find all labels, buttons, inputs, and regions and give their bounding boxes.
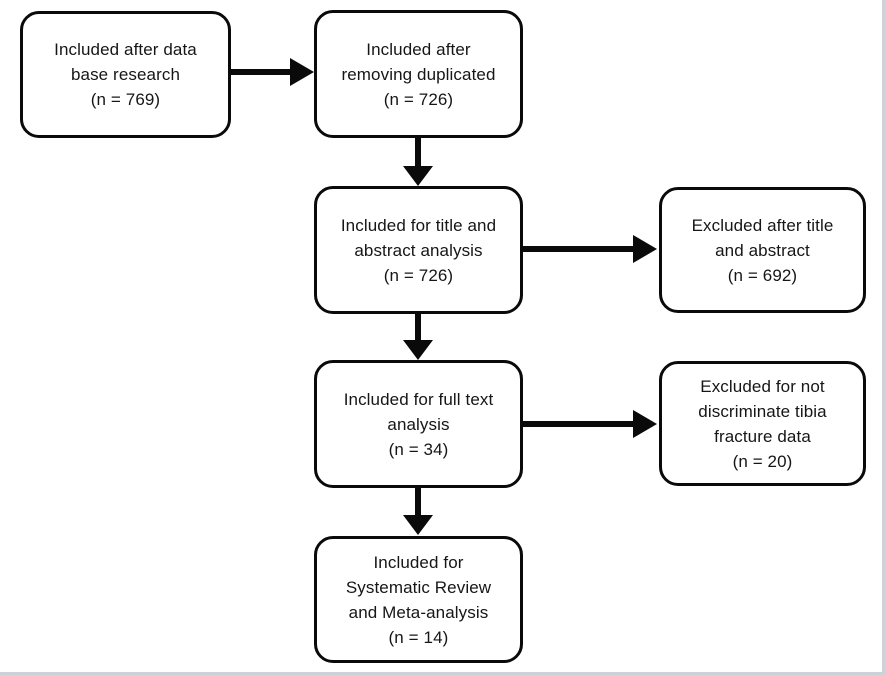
- arrowhead-down-icon: [403, 515, 433, 535]
- node-full-text-analysis-label: Included for full text analysis (n = 34): [343, 389, 494, 459]
- arrow-db-to-dedup: [230, 69, 292, 75]
- node-systematic-review: Included for Systematic Review and Meta-…: [314, 536, 523, 663]
- arrow-dedup-to-title: [415, 137, 421, 168]
- node-database-research-label: Included after data base research (n = 7…: [54, 40, 197, 109]
- node-excluded-title-abstract-label: Excluded after title and abstract (n = 6…: [691, 215, 834, 285]
- arrow-fulltext-to-review: [415, 488, 421, 517]
- page-edge-shade-bottom: [0, 672, 885, 675]
- arrowhead-right-icon: [633, 235, 657, 263]
- node-excluded-no-tibia-data: Excluded for not discriminate tibia frac…: [659, 361, 866, 486]
- node-title-abstract-analysis-label: Included for title and abstract analysis…: [340, 215, 497, 285]
- arrowhead-down-icon: [403, 166, 433, 186]
- node-after-deduplication: Included after removing duplicated (n = …: [314, 10, 523, 138]
- node-full-text-analysis: Included for full text analysis (n = 34): [314, 360, 523, 488]
- page-edge-shade-right: [882, 0, 885, 675]
- node-database-research: Included after data base research (n = 7…: [20, 11, 231, 138]
- node-systematic-review-label: Included for Systematic Review and Meta-…: [345, 552, 492, 647]
- arrow-title-to-excluded: [522, 246, 635, 252]
- arrow-fulltext-to-excluded: [522, 421, 635, 427]
- node-excluded-title-abstract: Excluded after title and abstract (n = 6…: [659, 187, 866, 313]
- arrowhead-down-icon: [403, 340, 433, 360]
- node-after-deduplication-label: Included after removing duplicated (n = …: [341, 39, 496, 109]
- arrowhead-right-icon: [633, 410, 657, 438]
- node-title-abstract-analysis: Included for title and abstract analysis…: [314, 186, 523, 314]
- arrow-title-to-fulltext: [415, 314, 421, 342]
- node-excluded-no-tibia-data-label: Excluded for not discriminate tibia frac…: [698, 376, 827, 471]
- arrowhead-right-icon: [290, 58, 314, 86]
